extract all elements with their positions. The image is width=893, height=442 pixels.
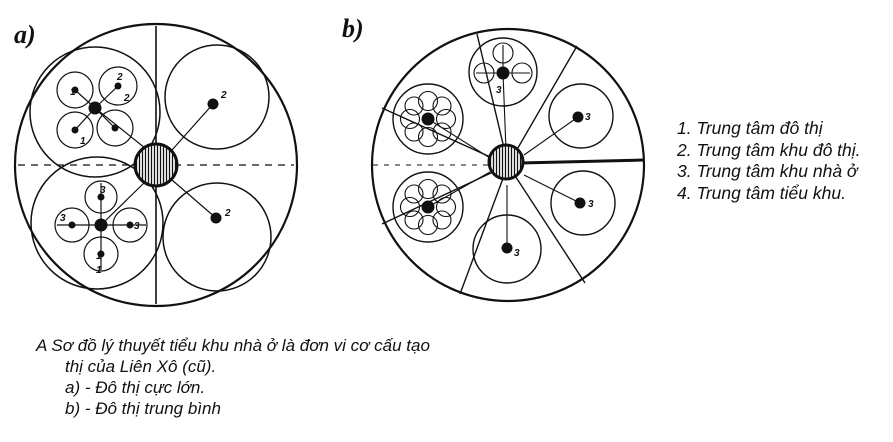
panel-b-label: b) xyxy=(342,14,364,43)
mark: 3 xyxy=(496,85,502,96)
panel-a-marks: 1 2 2 1 3 3 3 1 1 2 2 xyxy=(60,72,231,276)
caption-line-1: A Sơ đồ lý thuyết tiểu khu nhà ở là đơn … xyxy=(36,336,430,355)
panel-b-top-subdistrict xyxy=(468,37,538,151)
mark: 2 xyxy=(220,90,227,101)
mark: 3 xyxy=(134,221,140,232)
mark: 3 xyxy=(588,199,594,210)
mark: 1 xyxy=(70,87,76,98)
mark: 3 xyxy=(585,112,591,123)
legend-item-2: 2. Trung tâm khu đô thị. xyxy=(677,139,861,160)
panel-a-label: a) xyxy=(14,20,36,49)
panel-a-diagram xyxy=(13,22,299,308)
panel-a-top-left-district xyxy=(29,46,161,178)
panel-b-outer-circle xyxy=(370,27,646,303)
mark: 1 xyxy=(96,251,102,262)
panel-b-city-center xyxy=(487,143,525,181)
mark: 1 xyxy=(96,265,102,276)
legend: 1. Trung tâm đô thị 2. Trung tâm khu đô … xyxy=(677,118,887,204)
caption-item-b: b) - Đô thị trung bình xyxy=(65,399,221,418)
mark: 1 xyxy=(80,136,86,147)
caption-line-2: thị của Liên Xô (cũ). xyxy=(65,357,217,376)
legend-item-3: 3. Trung tâm khu nhà ở xyxy=(677,161,858,181)
panel-b-plain-subdistricts xyxy=(472,83,616,284)
figure-caption: A Sơ đồ lý thuyết tiểu khu nhà ở là đơn … xyxy=(36,335,636,419)
panel-a-right-districts xyxy=(162,44,272,292)
mark: 3 xyxy=(100,185,106,196)
panel-b-lower-left-subdistrict xyxy=(392,171,491,243)
legend-item-4: 4. Trung tâm tiểu khu. xyxy=(677,182,846,203)
mark: 2 xyxy=(123,93,130,104)
mark: 3 xyxy=(60,213,66,224)
panel-b-upper-left-subdistrict xyxy=(392,83,491,159)
mark: 3 xyxy=(514,248,520,259)
caption-item-a: a) - Đô thị cực lớn. xyxy=(65,378,206,397)
panel-a-bottom-left-district xyxy=(30,156,164,290)
panel-a-city-center xyxy=(133,142,179,188)
panel-b-marks: 3 3 3 3 xyxy=(496,85,594,259)
mark: 2 xyxy=(116,72,123,83)
legend-item-1: 1. Trung tâm đô thị xyxy=(677,118,823,138)
mark: 2 xyxy=(224,208,231,219)
panel-b-diagram xyxy=(370,27,646,303)
panel-b-bold-radius xyxy=(519,158,645,165)
panel-a-outer-circle xyxy=(13,22,299,308)
